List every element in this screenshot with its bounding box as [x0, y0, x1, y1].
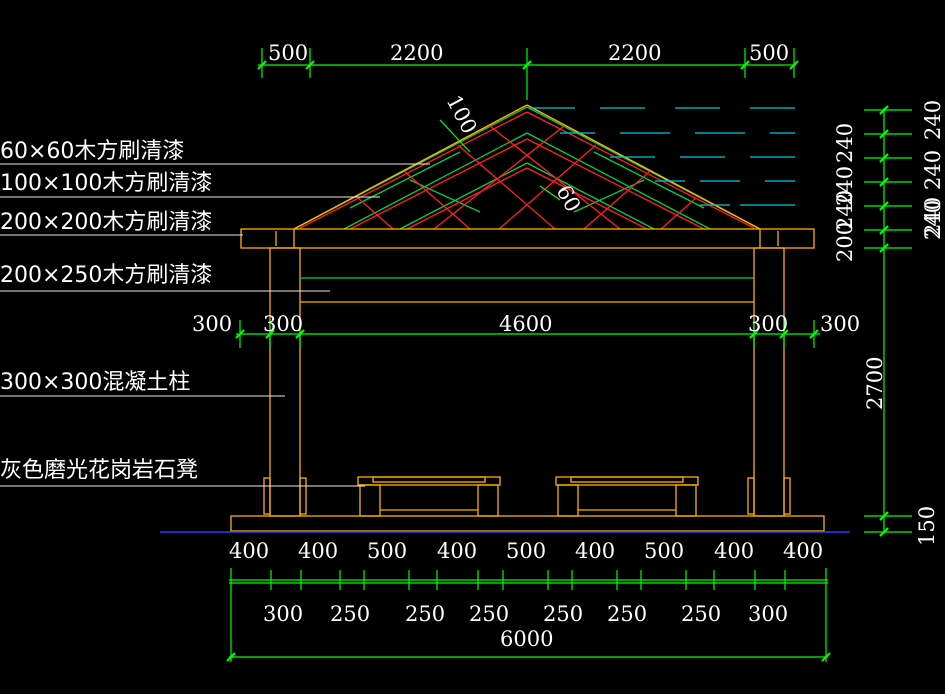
- dim-b2-4: 250: [469, 602, 509, 626]
- dim-b1-2: 400: [298, 539, 338, 563]
- dim-b1-9: 400: [783, 539, 823, 563]
- dim-b1-3: 500: [367, 539, 407, 563]
- mid-dimensions: 300 300 4600 300 300: [192, 312, 860, 336]
- base-slab: [230, 515, 825, 532]
- dim-b1-7: 500: [644, 539, 684, 563]
- dim-right-outer-1: 240: [921, 100, 945, 140]
- dim-b1-1: 400: [229, 539, 269, 563]
- dim-b2-5: 250: [543, 602, 583, 626]
- dim-b2-2: 250: [330, 602, 370, 626]
- hatch-lines: [530, 107, 795, 206]
- dim-right-inner-2: 240: [833, 166, 857, 206]
- dim-right-inner-4: 200: [833, 222, 857, 262]
- dim-mid-4: 300: [748, 312, 788, 336]
- dim-b2-8: 300: [748, 602, 788, 626]
- dim-right-outer-2: 240: [921, 150, 945, 190]
- dim-b1-8: 400: [714, 539, 754, 563]
- dim-right-outer-3: 240: [921, 197, 945, 237]
- dim-b1-6: 400: [575, 539, 615, 563]
- dim-mid-2: 300: [263, 312, 303, 336]
- dim-height: 2700: [863, 357, 887, 410]
- dim-right-inner-1: 240: [833, 123, 857, 163]
- dimension-lines: [229, 48, 912, 662]
- bench-left: [357, 476, 501, 517]
- right-dimensions: 240 240 240 240 240 240 240 200 2700 150: [833, 100, 945, 546]
- dim-mid-3: 4600: [499, 312, 552, 336]
- top-beam: [240, 228, 815, 249]
- dim-roof-a: 100: [442, 91, 482, 138]
- label-wood-200x250: 200×250木方刷清漆: [0, 263, 212, 288]
- dim-b2-1: 300: [263, 602, 303, 626]
- dim-b2-6: 250: [607, 602, 647, 626]
- roof-outline: [293, 104, 761, 230]
- label-wood-200x200: 200×200木方刷清漆: [0, 210, 212, 235]
- dim-top-3: 2200: [608, 41, 661, 65]
- column-left: [269, 247, 301, 517]
- label-granite-bench: 灰色磨光花岗岩石凳: [0, 458, 198, 483]
- column-right: [753, 247, 785, 517]
- top-dimensions: 500 2200 2200 500: [268, 41, 789, 65]
- bottom-dimensions-1: 400 400 500 400 500 400 500 400 400: [229, 539, 823, 563]
- dim-mid-5: 300: [820, 312, 860, 336]
- roof-lattice: [293, 106, 761, 230]
- material-labels: 60×60木方刷清漆 100×100木方刷清漆 200×200木方刷清漆 200…: [0, 139, 212, 483]
- bottom-dimensions-2: 300 250 250 250 250 250 250 300 6000: [263, 602, 788, 651]
- dim-top-1: 500: [268, 41, 308, 65]
- label-wood-60: 60×60木方刷清漆: [0, 139, 184, 164]
- dim-b1-5: 500: [506, 539, 546, 563]
- dim-b2-3: 250: [405, 602, 445, 626]
- bench-right: [555, 476, 699, 517]
- dim-total: 6000: [500, 627, 553, 651]
- dim-right-outer-4: 240: [921, 200, 945, 240]
- dimension-ticks: [226, 60, 889, 662]
- label-wood-100: 100×100木方刷清漆: [0, 171, 212, 196]
- leader-lines: [0, 163, 430, 487]
- label-concrete-column: 300×300混凝土柱: [0, 370, 190, 395]
- dim-right-inner-3: 240: [833, 190, 857, 230]
- dim-roof-b: 60: [552, 181, 586, 216]
- dim-base: 150: [915, 506, 939, 546]
- dim-top-4: 500: [749, 41, 789, 65]
- dim-b1-4: 400: [437, 539, 477, 563]
- dim-mid-1: 300: [192, 312, 232, 336]
- pavilion-structure: [230, 228, 825, 532]
- dim-top-2: 2200: [390, 41, 443, 65]
- dim-b2-7: 250: [681, 602, 721, 626]
